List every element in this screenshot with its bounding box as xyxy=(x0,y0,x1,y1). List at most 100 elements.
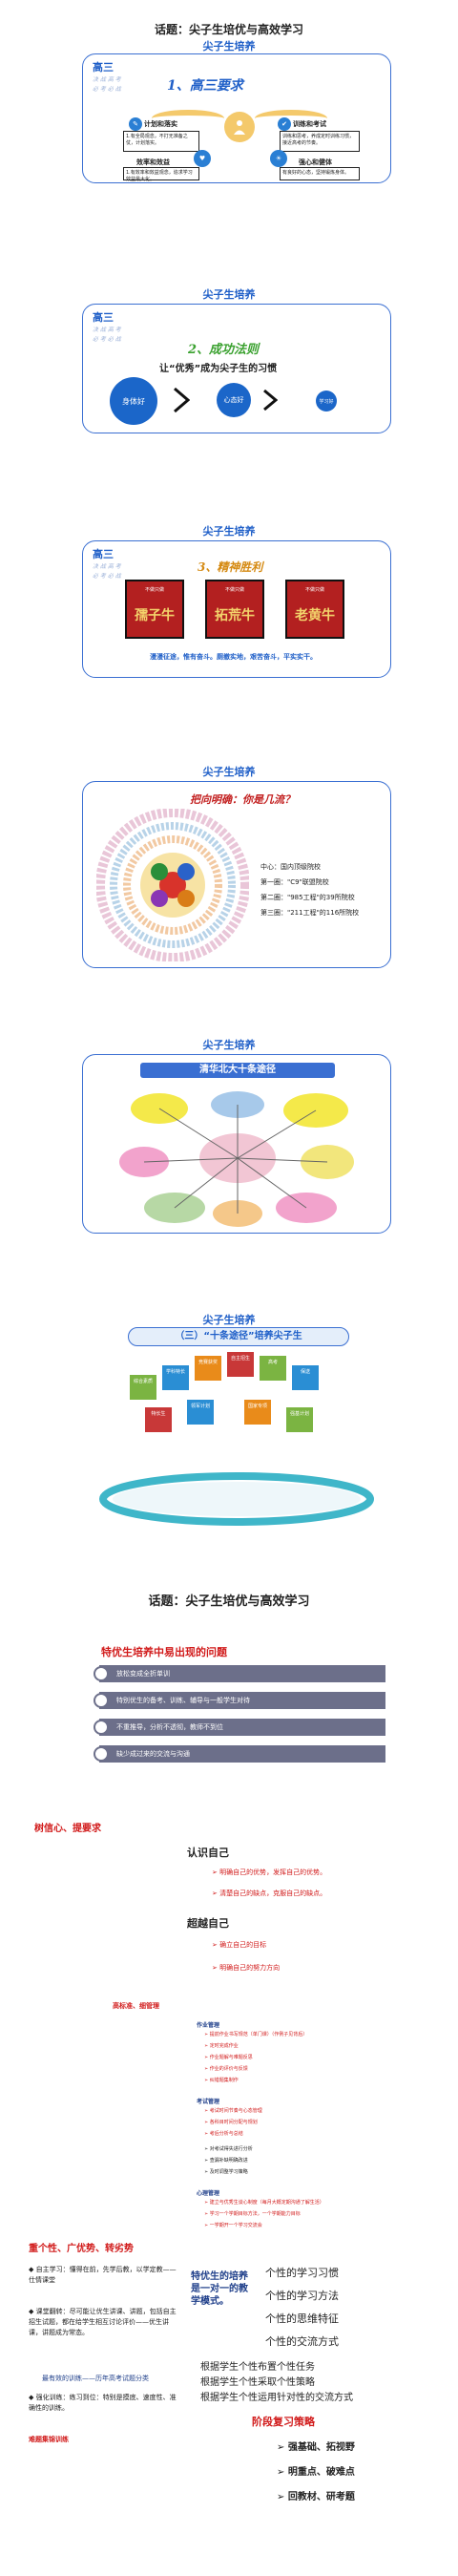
block-subtitle: 让“优秀”成为尖子生的习惯 xyxy=(159,364,278,374)
panel-spirit: 高三 决 战 高 考 必 考 必 战 3、精神胜利 不做只做 孺子牛 不做只做 … xyxy=(82,540,391,678)
problem-text: 放松变成全折单训 xyxy=(116,1670,170,1678)
person-icon xyxy=(234,120,245,135)
training-icon: ✔ xyxy=(278,117,291,131)
item-text: 1.有效率和效益观念，追求学习效益最大化。 xyxy=(123,167,199,182)
item-text: 训练和思考，养成定时训练习惯，接近高考的节奏。 xyxy=(280,131,360,152)
grade-sub: 决 战 高 考 xyxy=(93,563,121,570)
item-label: 强心和健体 xyxy=(299,158,332,166)
exam-item: ➢ 各科目时间分配与规划 xyxy=(204,2120,258,2125)
grade-sub: 必 考 必 战 xyxy=(93,573,121,580)
sign: 保送 xyxy=(292,1365,319,1390)
left-item: 难题集锦训练 xyxy=(29,2436,69,2443)
beyond-item: ➢ 确立自己的目标 xyxy=(212,1941,267,1949)
center-note: 特优生的培养是一对一的教学模式。 xyxy=(191,2271,248,2307)
right-item: 个性的交流方式 xyxy=(265,2335,339,2348)
section-label: 尖子生培养 xyxy=(202,766,256,778)
item-label: 训练和考试 xyxy=(293,120,326,128)
block-heading: 清华北大十条途径 xyxy=(140,1063,335,1078)
bullet-dot xyxy=(94,1693,109,1708)
item-text: 有良好的心态，坚持锻炼身体。 xyxy=(280,167,360,180)
exam-item: ➢ 对考试得失进行分析 xyxy=(204,2146,253,2152)
sign: 自主招生 xyxy=(227,1352,254,1377)
item-text: 1.有全局观念，不打无准备之仗，计划落实。 xyxy=(123,131,199,152)
grade-label: 高三 xyxy=(93,311,114,324)
sign: 特长生 xyxy=(145,1407,172,1432)
block-heading: 1、高三要求 xyxy=(167,78,243,94)
problem-text: 特别优生的备考、训练、辅导与一般学生对待 xyxy=(116,1697,250,1704)
mind-item: ➢ 学习一个学期目标方法，一个学期能力目标 xyxy=(204,2211,301,2217)
bullet-dot xyxy=(94,1666,109,1681)
left-item: ◆ 自主学习：懂得在前，先学后教，以学定教——仕情课堂 xyxy=(29,2266,177,2284)
card-ox: 不做只做 孺子牛 xyxy=(125,580,184,639)
work-item: ➢ 提前作业书写规范（单门课）（作例子见背后） xyxy=(204,2032,308,2038)
panel-success-rules: 高三 决 战 高 考 必 考 必 战 2、成功法则 让“优秀”成为尖子生的习惯 … xyxy=(82,304,391,433)
left-item: 最有效的训练——历年高考试题分类 xyxy=(42,2375,149,2382)
sign: 学科特长 xyxy=(162,1365,189,1390)
legend-ring1: 第一圈："C9"联盟院校 xyxy=(260,878,329,886)
grade-sub: 决 战 高 考 xyxy=(93,327,121,333)
section-label: 尖子生培养 xyxy=(202,525,256,538)
arc-decoration xyxy=(255,110,327,127)
high-std-heading: 高标准、细管理 xyxy=(113,2002,159,2010)
plan-icon: ✎ xyxy=(129,117,142,131)
panel-ten-paths-signs: （三）“十条途径”培养尖子生 综合素质 学科特长 竞赛获奖 自主招生 高考 保送… xyxy=(92,1327,382,1547)
sign-group: 综合素质 学科特长 竞赛获奖 自主招生 高考 保送 特长生 领军计划 国家专项 … xyxy=(92,1352,382,1495)
confidence-heading: 树信心、提要求 xyxy=(34,1824,101,1834)
card-small: 不做只做 xyxy=(304,587,324,593)
legend-center: 中心：国内顶级院校 xyxy=(260,863,321,871)
item-label: 效率和效益 xyxy=(136,158,170,166)
mind-mgmt-heading: 心理管理 xyxy=(197,2190,220,2197)
panel-ten-paths: 清华北大十条途径 xyxy=(82,1054,391,1234)
arc-decoration xyxy=(152,110,224,127)
know-self-heading: 认识自己 xyxy=(187,1847,229,1859)
efficiency-icon: ♥ xyxy=(194,150,211,167)
center-figure xyxy=(224,112,255,142)
exam-item: ➢ 及时调整学习策略 xyxy=(204,2169,248,2175)
health-icon: ☀ xyxy=(270,150,287,167)
stage-item: ➢ 强基础、拓视野 xyxy=(277,2442,355,2453)
know-item: ➢ 明确自己的优势，发挥自己的优势。 xyxy=(212,1869,327,1876)
work-item: ➢ 定时完成作业 xyxy=(204,2043,239,2049)
card-small: 不做只做 xyxy=(144,587,164,593)
circle-body: 身体好 xyxy=(110,377,157,425)
block-heading: 3、精神胜利 xyxy=(198,560,263,574)
right-item: 个性的学习方法 xyxy=(265,2290,339,2302)
part2-title: 话题：尖子生培优与高效学习 xyxy=(148,1594,310,1609)
section-label: 尖子生培养 xyxy=(202,1314,256,1326)
right-item: 个性的思维特征 xyxy=(265,2312,339,2325)
block-heading: 2、成功法则 xyxy=(188,343,260,357)
exam-mgmt-heading: 考试管理 xyxy=(197,2099,220,2105)
work-mgmt-heading: 作业管理 xyxy=(197,2022,220,2029)
stage-heading: 阶段复习策略 xyxy=(252,2416,315,2428)
work-item: ➢ 作业题解与难题反思 xyxy=(204,2055,253,2060)
block-caption: 漫漫征途，惟有奋斗。厕撤实地，艰苦奋斗，平实实干。 xyxy=(150,653,317,661)
beyond-self-heading: 超越自己 xyxy=(187,1917,229,1930)
left-item: ◆ 课堂翻转：尽可能让优生讲课、讲题，包括自主招生试题，都在给学生相互讨论评价—… xyxy=(29,2308,177,2336)
know-item: ➢ 清楚自己的缺点，克服自己的缺点。 xyxy=(212,1890,327,1897)
stage-item: ➢ 明重点、破难点 xyxy=(277,2467,355,2478)
panel-requirements: 高三 决 战 高 考 必 考 必 战 1、高三要求 ✎ 计划和落实 1.有全局观… xyxy=(82,53,391,183)
section-label: 尖子生培养 xyxy=(202,1039,256,1051)
mind-item: ➢ 一学期开一个学习交流会 xyxy=(204,2223,262,2228)
card-small: 不做只做 xyxy=(224,587,244,593)
exam-item: ➢ 考后分析与总结 xyxy=(204,2131,243,2137)
circle-mind: 心态好 xyxy=(217,383,251,417)
sign: 强基计划 xyxy=(286,1407,313,1432)
exam-item: ➢ 考试时间节奏与心态管理 xyxy=(204,2108,262,2114)
card-ox: 不做只做 拓荒牛 xyxy=(205,580,264,639)
sign: 领军计划 xyxy=(187,1400,214,1425)
item-label: 计划和落实 xyxy=(144,120,177,128)
card-big: 拓荒牛 xyxy=(215,608,255,623)
circle-study: 学习好 xyxy=(316,391,337,412)
plan-item: 根据学生个性运用针对性的交流方式 xyxy=(200,2393,353,2403)
right-item: 个性的学习习惯 xyxy=(265,2267,339,2279)
sign: 竞赛获奖 xyxy=(195,1356,221,1381)
block-heading: （三）“十条途径”培养尖子生 xyxy=(128,1327,349,1346)
left-item: ◆ 强化训练：练习到位：特别是摸底、速度性、准确性的训练。 xyxy=(29,2394,177,2412)
problem-text: 不重推导，分析不透彻，教师不到位 xyxy=(116,1723,223,1731)
stage-ring xyxy=(92,1451,382,1528)
grade-label: 高三 xyxy=(93,548,114,560)
plan-item: 根据学生个性布置个性任务 xyxy=(200,2362,315,2373)
problem-text: 缺少成过来的交流与沟通 xyxy=(116,1750,190,1758)
grade-sub: 决 战 高 考 xyxy=(93,76,121,83)
